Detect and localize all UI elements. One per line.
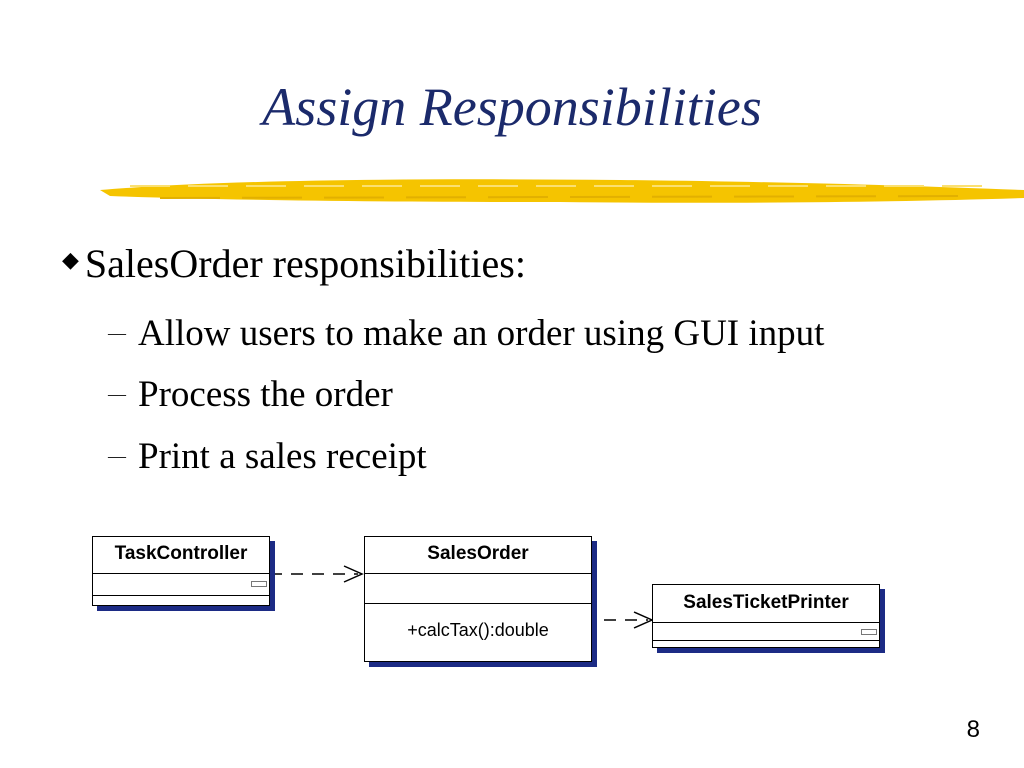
resize-handle[interactable]: [251, 581, 267, 587]
dependency-arrow-taskcontroller-salesorder: [270, 565, 364, 583]
sub-bullet-item: — Process the order: [108, 373, 393, 416]
slide-title: Assign Responsibilities: [262, 77, 762, 137]
sub-bullet-text: Allow users to make an order using GUI i…: [138, 313, 825, 354]
bullet-item: ◆SalesOrder responsibilities:: [62, 240, 526, 287]
uml-operation: +calcTax():double: [407, 620, 549, 640]
uml-operations-compartment: +calcTax():double: [365, 603, 591, 641]
uml-attributes-compartment: [365, 573, 591, 603]
sub-bullet-text: Print a sales receipt: [138, 436, 427, 477]
sub-bullet-item: — Print a sales receipt: [108, 435, 427, 478]
uml-attributes-compartment: [93, 573, 269, 595]
uml-class-taskcontroller[interactable]: TaskController: [92, 536, 270, 606]
uml-class-name: TaskController: [114, 543, 248, 564]
page-number: 8: [966, 716, 980, 743]
sub-bullet-text: Process the order: [138, 374, 393, 415]
dash-bullet-icon: —: [108, 446, 126, 466]
uml-class-name: SalesOrder: [427, 543, 529, 564]
dash-bullet-icon: —: [108, 323, 126, 343]
dependency-arrow-salesorder-salesticketprinter: [604, 611, 654, 629]
uml-class-salesorder[interactable]: SalesOrder +calcTax():double: [364, 536, 592, 662]
uml-operations-compartment: [653, 640, 879, 641]
bullet-text: SalesOrder responsibilities:: [84, 241, 526, 286]
uml-operations-compartment: [93, 595, 269, 596]
uml-class-name: SalesTicketPrinter: [683, 592, 849, 613]
title-underline-brushstroke: [100, 179, 1024, 203]
uml-attributes-compartment: [653, 622, 879, 640]
resize-handle[interactable]: [861, 629, 877, 635]
dash-bullet-icon: —: [108, 384, 126, 404]
sub-bullet-item: — Allow users to make an order using GUI …: [108, 312, 824, 355]
uml-class-salesticketprinter[interactable]: SalesTicketPrinter: [652, 584, 880, 648]
diamond-bullet-icon: ◆: [62, 247, 79, 272]
